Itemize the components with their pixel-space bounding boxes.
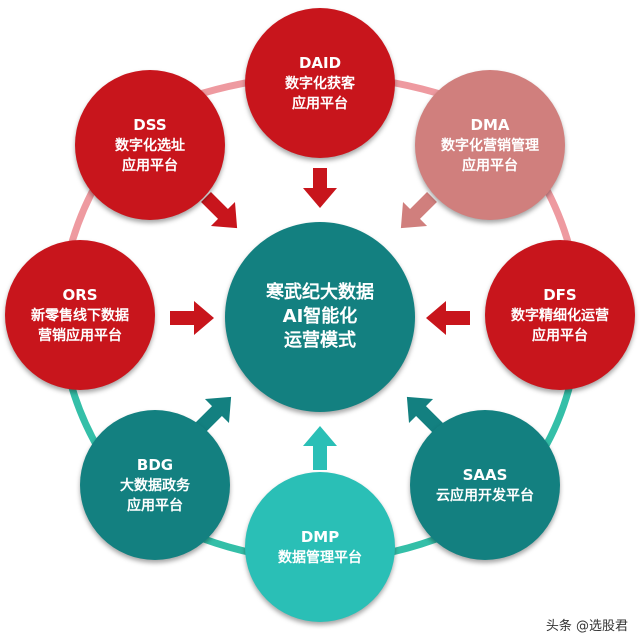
center-line-2: AI智能化 bbox=[282, 306, 358, 327]
arrow-from-daid bbox=[303, 168, 337, 208]
node-dma-code: DMA bbox=[470, 115, 510, 134]
node-dma-name: 数字化营销管理 bbox=[441, 137, 539, 154]
node-dss: DSS 数字化选址 应用平台 bbox=[75, 70, 225, 220]
node-ors-type: 营销应用平台 bbox=[38, 327, 122, 344]
node-dmp: DMP 数据管理平台 bbox=[245, 472, 395, 622]
node-daid-type: 应用平台 bbox=[292, 95, 348, 112]
node-dmp-code: DMP bbox=[300, 527, 340, 546]
node-ors: ORS 新零售线下数据 营销应用平台 bbox=[5, 240, 155, 390]
node-dfs-name: 数字精细化运营 bbox=[511, 307, 609, 324]
node-dmp-name: 数据管理平台 bbox=[278, 549, 362, 566]
node-bdg-name: 大数据政务 bbox=[120, 477, 190, 494]
node-dfs: DFS 数字精细化运营 应用平台 bbox=[485, 240, 635, 390]
node-saas: SAAS 云应用开发平台 bbox=[410, 410, 560, 560]
node-dss-type: 应用平台 bbox=[122, 157, 178, 174]
arrow-from-dma bbox=[400, 192, 437, 229]
arrow-from-dfs bbox=[426, 301, 470, 335]
center-line-3: 运营模式 bbox=[284, 330, 356, 351]
arrow-from-dmp bbox=[303, 426, 337, 470]
node-dfs-type: 应用平台 bbox=[532, 327, 588, 344]
node-ors-code: ORS bbox=[62, 285, 98, 304]
center-hub: 寒武纪大数据 AI智能化 运营模式 bbox=[225, 222, 415, 412]
center-line-1: 寒武纪大数据 bbox=[266, 282, 374, 303]
arrow-from-bdg bbox=[195, 396, 232, 433]
node-bdg-type: 应用平台 bbox=[127, 497, 183, 514]
node-dma: DMA 数字化营销管理 应用平台 bbox=[415, 70, 565, 220]
arrow-from-dss bbox=[201, 192, 238, 229]
node-saas-code: SAAS bbox=[462, 465, 508, 484]
node-saas-name: 云应用开发平台 bbox=[436, 487, 534, 504]
node-bdg: BDG 大数据政务 应用平台 bbox=[80, 410, 230, 560]
node-ors-name: 新零售线下数据 bbox=[31, 307, 129, 324]
node-daid: DAID 数字化获客 应用平台 bbox=[245, 8, 395, 158]
node-daid-code: DAID bbox=[298, 53, 342, 72]
node-dfs-code: DFS bbox=[543, 285, 577, 304]
node-dma-type: 应用平台 bbox=[462, 157, 518, 174]
arrow-from-ors bbox=[170, 301, 214, 335]
node-daid-name: 数字化获客 bbox=[285, 75, 355, 92]
node-bdg-code: BDG bbox=[136, 455, 174, 474]
node-dss-code: DSS bbox=[133, 115, 167, 134]
arrow-from-saas bbox=[406, 396, 443, 433]
node-dss-name: 数字化选址 bbox=[115, 137, 185, 154]
watermark-text: 头条 @选股君 bbox=[545, 619, 628, 634]
